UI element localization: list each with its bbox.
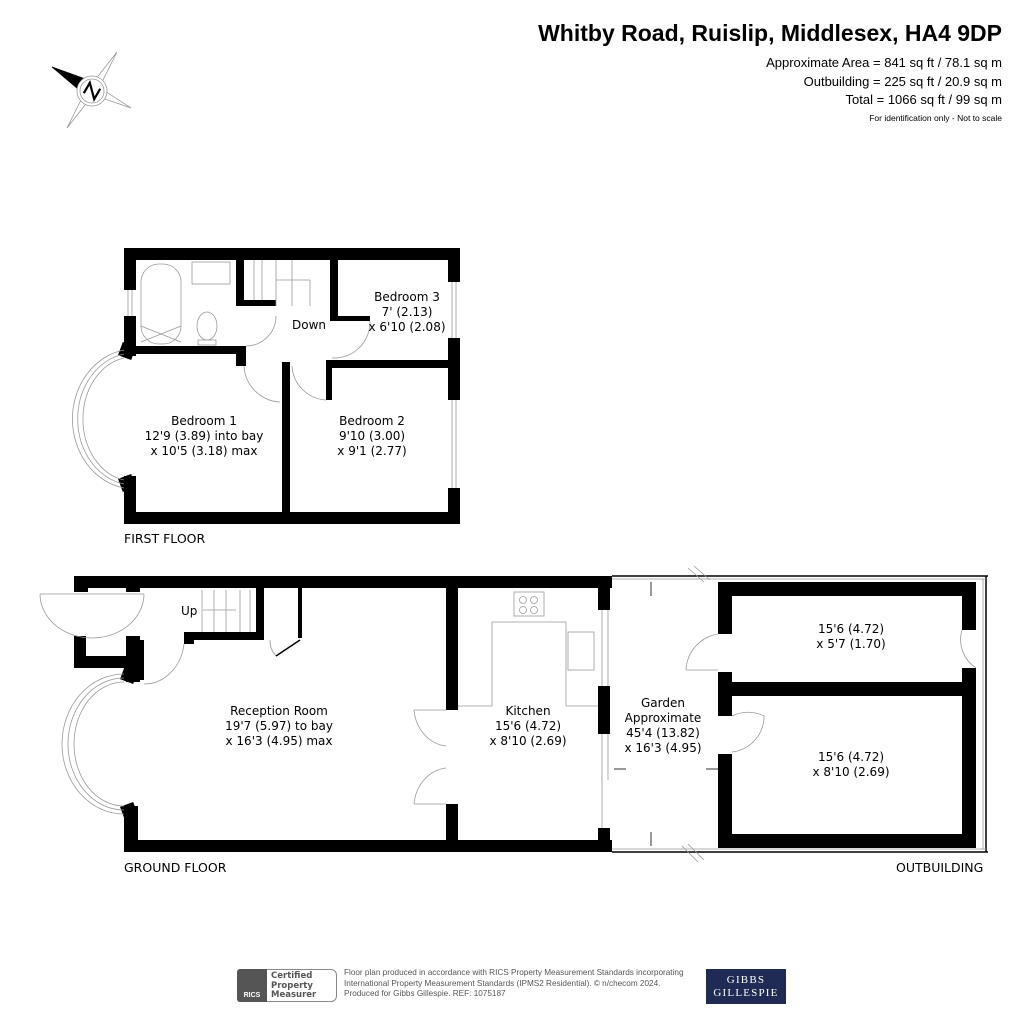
room-kitchen: Kitchen 15'6 (4.72) x 8'10 (2.69) bbox=[489, 704, 566, 749]
north-compass-icon bbox=[51, 51, 132, 129]
logo-line: GIBBS bbox=[726, 973, 766, 986]
room-dimension: x 16'3 (4.95) bbox=[624, 741, 702, 755]
room-dimension: 15'6 (4.72) bbox=[817, 750, 885, 764]
rics-abbr: RICS bbox=[243, 992, 261, 999]
ground-floor-plan bbox=[74, 576, 612, 852]
footer-line: Produced for Gibbs Gillespie. REF: 10751… bbox=[344, 989, 506, 998]
stairs-down-label: Down bbox=[292, 318, 327, 332]
agent-logo-gibbs-gillespie: GIBBS GILLESPIE bbox=[706, 969, 786, 1004]
badge-line: Property bbox=[271, 980, 313, 991]
first-floor-label: FIRST FLOOR bbox=[124, 531, 206, 546]
footer-disclaimer: Floor plan produced in accordance with R… bbox=[344, 968, 684, 1000]
footer-line: International Property Measurement Stand… bbox=[344, 978, 661, 988]
room-name: Approximate bbox=[624, 711, 702, 725]
room-name: Bedroom 3 bbox=[374, 290, 440, 304]
room-garden: Garden Approximate 45'4 (13.82) x 16'3 (… bbox=[624, 696, 701, 756]
stairs-up-label: Up bbox=[181, 604, 198, 618]
outbuilding-plan bbox=[718, 582, 976, 848]
badge-line: Certified bbox=[271, 971, 313, 981]
room-name: Bedroom 2 bbox=[339, 414, 405, 428]
room-name: Reception Room bbox=[230, 704, 328, 718]
logo-line: GILLESPIE bbox=[713, 986, 779, 999]
room-name: Bedroom 1 bbox=[171, 414, 237, 428]
room-dimension: x 8'10 (2.69) bbox=[489, 734, 567, 748]
room-dimension: 15'6 (4.72) bbox=[817, 622, 885, 636]
total-area: Total = 1066 sq ft / 99 sq m bbox=[845, 92, 1002, 107]
approximate-area: Approximate Area = 841 sq ft / 78.1 sq m bbox=[766, 55, 1002, 70]
room-dimension: 9'10 (3.00) bbox=[338, 429, 406, 443]
badge-line: Measurer bbox=[271, 990, 317, 1000]
room-dimension: 12'9 (3.89) into bay bbox=[144, 429, 264, 443]
room-name: Garden bbox=[641, 696, 685, 710]
outbuilding-area: Outbuilding = 225 sq ft / 20.9 sq m bbox=[803, 74, 1002, 89]
ground-floor-label: GROUND FLOOR bbox=[124, 860, 227, 875]
room-dimension: x 5'7 (1.70) bbox=[816, 637, 886, 651]
footer-line: Floor plan produced in accordance with R… bbox=[344, 968, 684, 977]
rics-logo-icon: RICS bbox=[237, 969, 267, 1002]
first-floor-plan bbox=[118, 248, 460, 524]
room-dimension: x 6'10 (2.08) bbox=[368, 320, 446, 334]
rics-certified-badge: RICS Certified Property Measurer bbox=[237, 969, 337, 1002]
room-bedroom-2: Bedroom 2 9'10 (3.00) x 9'1 (2.77) bbox=[337, 414, 406, 459]
room-dimension: 15'6 (4.72) bbox=[494, 719, 562, 733]
outbuilding-room-1: 15'6 (4.72) x 5'7 (1.70) bbox=[816, 622, 885, 652]
room-dimension: 19'7 (5.97) to bay bbox=[225, 719, 333, 733]
room-dimension: x 9'1 (2.77) bbox=[337, 444, 407, 458]
room-dimension: 7' (2.13) bbox=[381, 305, 433, 319]
room-reception: Reception Room 19'7 (5.97) to bay x 16'3… bbox=[225, 704, 333, 749]
room-dimension: x 8'10 (2.69) bbox=[812, 765, 890, 779]
room-dimension: x 10'5 (3.18) max bbox=[150, 444, 258, 458]
room-dimension: x 16'3 (4.95) max bbox=[225, 734, 333, 748]
room-dimension: 45'4 (13.82) bbox=[626, 726, 700, 740]
rics-badge-text: Certified Property Measurer bbox=[267, 969, 337, 1002]
property-address-title: Whitby Road, Ruislip, Middlesex, HA4 9DP bbox=[538, 20, 1002, 46]
outbuilding-room-2: 15'6 (4.72) x 8'10 (2.69) bbox=[812, 750, 889, 780]
room-bedroom-1: Bedroom 1 12'9 (3.89) into bay x 10'5 (3… bbox=[145, 414, 264, 459]
room-name: Kitchen bbox=[505, 704, 551, 718]
outbuilding-label: OUTBUILDING bbox=[896, 860, 984, 875]
room-bedroom-3: Bedroom 3 7' (2.13) x 6'10 (2.08) bbox=[368, 290, 445, 335]
disclaimer-note: For identification only - Not to scale bbox=[869, 113, 1002, 123]
